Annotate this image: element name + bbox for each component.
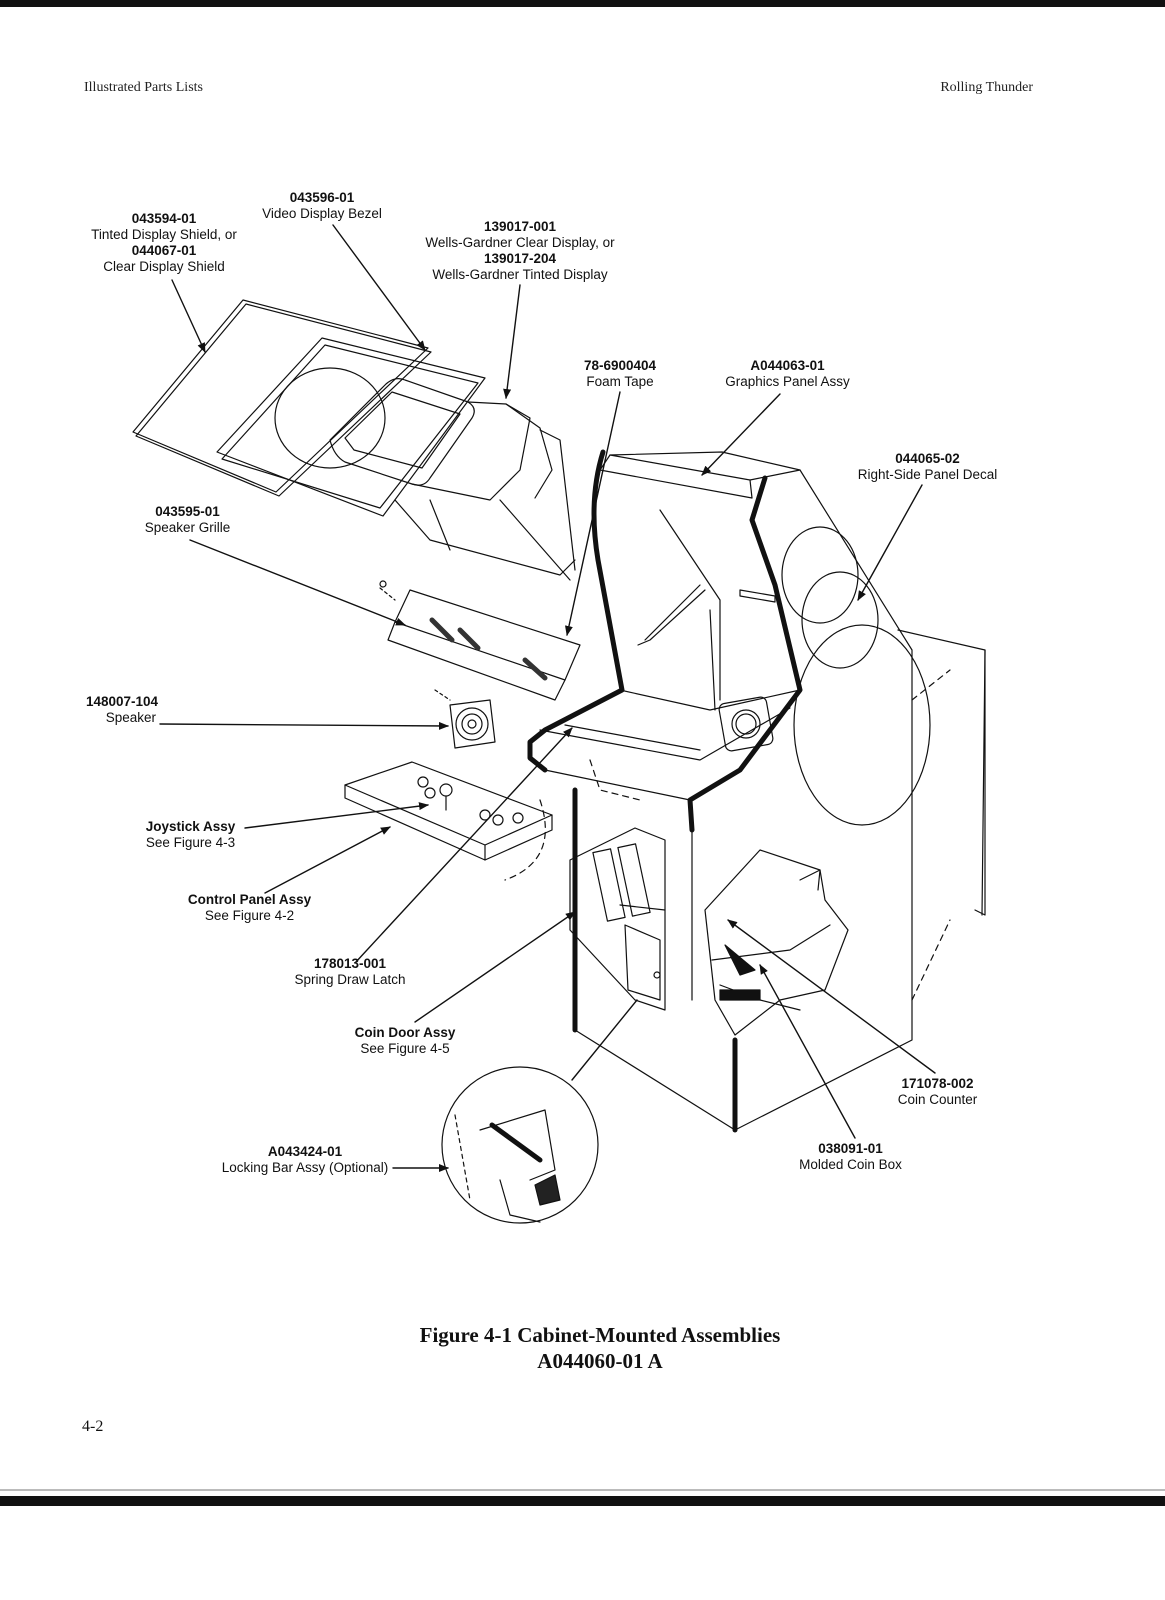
part-description: Spring Draw Latch [294, 972, 406, 987]
part-number: 038091-01 [818, 1141, 883, 1156]
figure-caption: Figure 4-1 Cabinet-Mounted Assemblies [419, 1323, 781, 1347]
part-description: Tinted Display Shield, or [91, 227, 237, 242]
callout-coin-counter: 171078-002 Coin Counter [890, 1076, 985, 1108]
page-number: 4-2 [82, 1418, 104, 1435]
part-description: Speaker [105, 710, 156, 725]
display-shield-part [132, 299, 432, 497]
part-number: 043596-01 [289, 190, 355, 205]
part-number: 78-6900404 [583, 358, 657, 373]
part-number: 139017-204 [483, 251, 557, 266]
part-number: 044067-01 [131, 243, 197, 258]
callout-coin-door: Coin Door Assy See Figure 4-5 [350, 1025, 460, 1057]
part-description: Clear Display Shield [103, 259, 225, 274]
part-description: Molded Coin Box [799, 1157, 902, 1172]
part-number: A044063-01 [750, 358, 825, 373]
part-description: Foam Tape [586, 374, 654, 389]
part-number: 171078-002 [901, 1076, 974, 1091]
part-number: Coin Door Assy [354, 1025, 456, 1040]
callout-video-bezel: 043596-01 Video Display Bezel [252, 190, 392, 222]
part-description: Wells-Gardner Clear Display, or [425, 235, 615, 250]
figure-drawing-number: A044060-01 A [537, 1349, 663, 1373]
cabinet-part [504, 449, 986, 1133]
leader-lines [159, 224, 936, 1172]
speaker-grille-part [379, 580, 581, 701]
part-description: Locking Bar Assy (Optional) [221, 1160, 389, 1175]
part-number: A043424-01 [267, 1144, 343, 1159]
callout-joystick: Joystick Assy See Figure 4-3 [138, 819, 243, 851]
callout-locking-bar: A043424-01 Locking Bar Assy (Optional) [215, 1144, 395, 1176]
part-description: Speaker Grille [144, 520, 231, 535]
callout-display-shield: 043594-01 Tinted Display Shield, or 0440… [84, 211, 244, 275]
top-rule [0, 0, 1165, 7]
part-description: Wells-Gardner Tinted Display [432, 267, 608, 282]
bottom-rule-thin [0, 1489, 1165, 1491]
callout-display: 139017-001 Wells-Gardner Clear Display, … [420, 219, 620, 283]
video-bezel-part [216, 337, 486, 517]
callout-control-panel: Control Panel Assy See Figure 4-2 [182, 892, 317, 924]
callout-coin-box: 038091-01 Molded Coin Box [793, 1141, 908, 1173]
part-number: 139017-001 [483, 219, 557, 234]
part-number: 148007-104 [86, 694, 159, 709]
part-number: 043595-01 [155, 504, 220, 519]
part-number: Control Panel Assy [187, 892, 312, 907]
part-description: See Figure 4-3 [145, 835, 236, 850]
part-number: Joystick Assy [145, 819, 236, 834]
header-right: Rolling Thunder [940, 80, 1033, 95]
part-number: 178013-001 [313, 956, 387, 971]
part-number: 043594-01 [131, 211, 197, 226]
header-left: Illustrated Parts Lists [84, 80, 203, 95]
callout-graphics-panel: A044063-01 Graphics Panel Assy [720, 358, 855, 390]
callout-right-side-decal: 044065-02 Right-Side Panel Decal [855, 451, 1000, 483]
callout-speaker-grille: 043595-01 Speaker Grille [140, 504, 235, 536]
part-description: See Figure 4-5 [360, 1041, 450, 1056]
part-description: Coin Counter [897, 1092, 978, 1107]
locking-bar-detail [441, 1066, 599, 1224]
bottom-rule [0, 1496, 1165, 1506]
callout-speaker: 148007-104 Speaker [86, 694, 159, 726]
callout-spring-latch: 178013-001 Spring Draw Latch [285, 956, 415, 988]
part-description: See Figure 4-2 [204, 908, 295, 923]
monitor-part [329, 378, 576, 581]
part-description: Right-Side Panel Decal [857, 467, 998, 482]
part-number: 044065-02 [895, 451, 960, 466]
part-description: Video Display Bezel [262, 206, 382, 221]
speaker-part [434, 689, 496, 749]
callout-foam-tape: 78-6900404 Foam Tape [575, 358, 665, 390]
part-description: Graphics Panel Assy [725, 374, 850, 389]
control-panel-part [344, 761, 553, 861]
